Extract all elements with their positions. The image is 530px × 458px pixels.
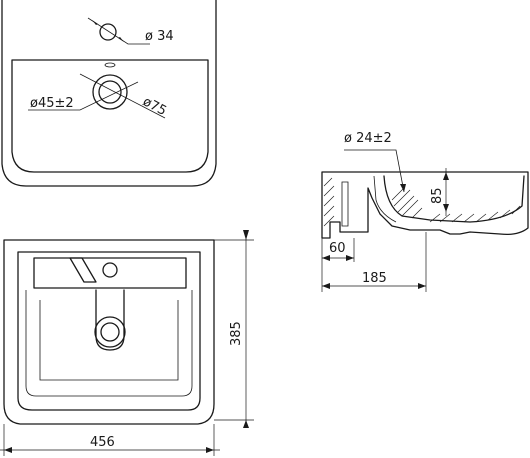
- side-section-view: ø 24±2 85 60 185: [321, 131, 529, 292]
- front-view-drain-inner: [100, 322, 120, 342]
- section-depth-arrow-right: [418, 283, 426, 289]
- front-view-deck: [33, 257, 187, 289]
- tap-hole: [99, 23, 117, 41]
- section-depth-arrow-left: [322, 283, 330, 289]
- top-view-outline: [1, 0, 217, 187]
- front-view-basin-bowl: [25, 290, 193, 397]
- section-height-label: 85: [430, 187, 445, 204]
- front-view-tap-hole: [102, 262, 118, 278]
- front-view-tap-slot: [69, 257, 97, 283]
- drain-outer-diameter-label: ø75: [140, 94, 169, 119]
- drain-inner: [98, 80, 122, 104]
- front-view-basin-bowl-inner: [39, 300, 179, 381]
- drain-diameter-label: ø45±2: [30, 96, 74, 111]
- tap-hole-leader: [87, 17, 150, 45]
- depth-dim-arrow-top: [243, 230, 249, 240]
- drain-offset-arrow-right: [346, 255, 354, 261]
- width-dim-arrow-left: [4, 447, 12, 453]
- tap-hole-diameter-label: ø 34: [145, 29, 174, 44]
- section-hatching: [323, 177, 521, 227]
- section-wall-left: [341, 181, 349, 227]
- front-view: 385 456: [0, 230, 254, 456]
- tap-leader-arrow-b: [118, 37, 124, 42]
- section-depth-label: 185: [362, 271, 387, 286]
- front-view-outline: [3, 239, 215, 425]
- overflow-slot: [104, 62, 116, 68]
- drain-offset-label: 60: [329, 241, 346, 256]
- depth-dim-arrow-bottom: [243, 420, 249, 428]
- section-bowl-curve: [383, 175, 525, 223]
- section-height-arrow-top: [443, 172, 449, 180]
- tap-leader-arrow-a: [92, 20, 98, 25]
- top-view: ø 34 ø45±2 ø75: [1, 0, 217, 187]
- overflow-leader-arrow: [400, 184, 406, 192]
- basin-width-label: 456: [90, 435, 115, 450]
- drain-outer-leader: [79, 73, 166, 119]
- width-dim-arrow-right: [206, 447, 214, 453]
- overflow-diameter-leader: [344, 149, 405, 193]
- top-view-bowl-rim: [11, 59, 209, 173]
- drain-leader: [28, 81, 139, 111]
- overflow-diameter-label: ø 24±2: [344, 131, 392, 146]
- drain-outer: [92, 74, 128, 110]
- drain-offset-arrow-left: [322, 255, 330, 261]
- basin-depth-label: 385: [229, 321, 244, 346]
- front-view-inner-rim: [17, 251, 201, 411]
- front-view-overflow-channel: [95, 289, 125, 351]
- section-overflow-channel: [373, 175, 397, 223]
- section-outer-profile: [321, 171, 529, 239]
- front-view-drain-outer: [94, 316, 126, 348]
- section-height-arrow-bottom: [443, 204, 449, 212]
